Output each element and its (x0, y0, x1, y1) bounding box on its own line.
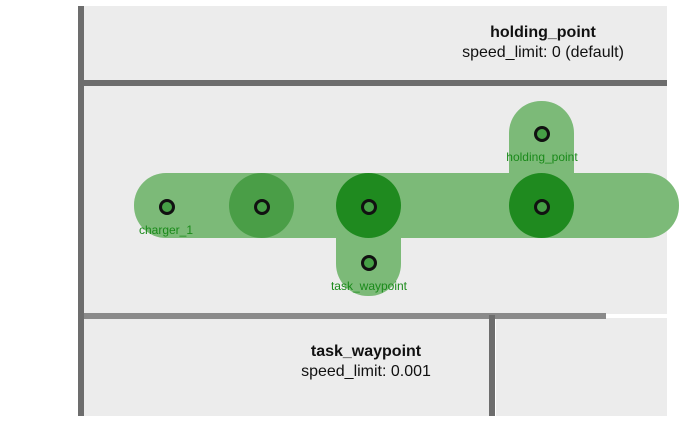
wall-left (78, 6, 84, 416)
wall-bottom-divider (84, 313, 606, 319)
waypoint-node-holding-point[interactable] (534, 126, 550, 142)
waypoint-node-task-waypoint[interactable] (361, 255, 377, 271)
info-speed-limit: speed_limit: 0.001 (301, 363, 431, 380)
waypoint-label-holding-point: holding_point (506, 150, 578, 164)
wall-top-divider (84, 80, 667, 86)
floor-bottom-right-room (496, 318, 667, 416)
info-title: holding_point (490, 24, 596, 41)
waypoint-node-charger-1[interactable] (159, 199, 175, 215)
waypoint-node[interactable] (254, 199, 270, 215)
lane-horizontal[interactable] (134, 173, 679, 238)
waypoint-node[interactable] (534, 199, 550, 215)
info-title: task_waypoint (310, 343, 422, 360)
info-panel-holding-point: holding_point speed_limit: 0 (default) (462, 23, 624, 63)
wall-bottom-vertical (489, 315, 495, 416)
floor-top-room (83, 6, 667, 83)
waypoint-node[interactable] (361, 199, 377, 215)
floor-bottom-left-room (83, 318, 491, 416)
waypoint-label-task-waypoint: task_waypoint (330, 279, 408, 293)
waypoint-label-charger-1: charger_1 (138, 223, 194, 237)
info-speed-limit: speed_limit: 0 (default) (462, 44, 624, 61)
info-panel-task-waypoint: task_waypoint speed_limit: 0.001 (301, 342, 431, 382)
